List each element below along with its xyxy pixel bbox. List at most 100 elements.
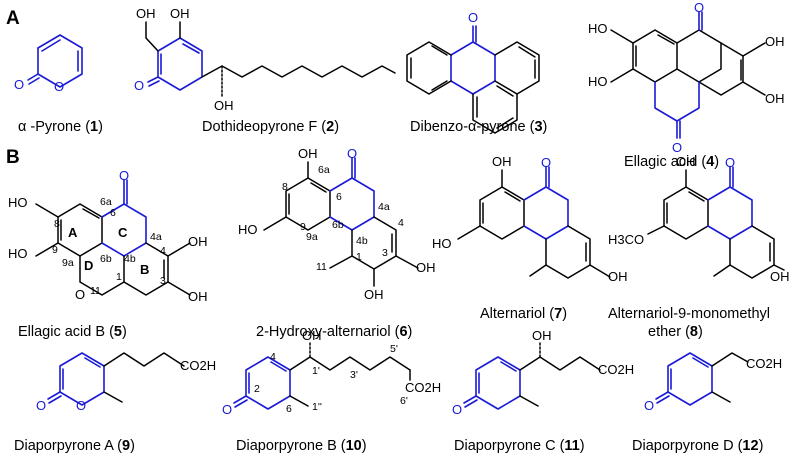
atom-h3co-8b: H3CO bbox=[608, 232, 644, 247]
label-6-1: 1 bbox=[356, 251, 362, 263]
label-4: 4 bbox=[160, 245, 166, 257]
atom-o-4a: O bbox=[694, 0, 704, 15]
label-9a: 9a bbox=[62, 257, 74, 269]
structure-4-ellagic-acid: O O OH OH HO HO bbox=[588, 0, 785, 155]
structure-12-diaporpyrone-d: O CO2H bbox=[644, 352, 782, 413]
atom-oh-8c: OH bbox=[770, 269, 790, 284]
atom-o-9a: O bbox=[36, 398, 46, 413]
caption-compound-8-line1: Alternariol-9-monomethyl bbox=[608, 306, 770, 322]
atom-oh-5c: OH bbox=[188, 234, 208, 249]
caption-compound-11: Diaporpyrone C (11) bbox=[454, 438, 585, 454]
caption-compound-8: ether (8) bbox=[648, 324, 703, 340]
atom-ho-4c: HO bbox=[588, 21, 608, 36]
label-10-3p: 3' bbox=[350, 369, 358, 381]
atom-oh-2b: OH bbox=[136, 6, 156, 21]
panel-label-b: B bbox=[6, 147, 20, 168]
caption-compound-5: Ellagic acid B (5) bbox=[18, 324, 127, 340]
label-6-8: 8 bbox=[282, 181, 288, 193]
label-10-5p: 5' bbox=[390, 343, 398, 355]
atom-co2h-10: CO2H bbox=[405, 380, 441, 395]
label-10-1pp: 1'' bbox=[312, 401, 322, 413]
label-6-9: 9 bbox=[300, 221, 306, 233]
ring-label-d: D bbox=[84, 258, 93, 273]
atom-oh-4a: OH bbox=[765, 34, 785, 49]
structure-5-ellagic-acid-b: O O HO HO OH OH 6a 6 8 9 9a 4a 4 6b 4b 3… bbox=[8, 168, 208, 304]
atom-oh-7c: OH bbox=[608, 269, 628, 284]
label-6: 6 bbox=[110, 207, 116, 219]
atom-o-carbonyl-2: O bbox=[134, 78, 144, 93]
label-6-6b: 6b bbox=[332, 219, 344, 231]
atom-o-carbonyl: O bbox=[14, 77, 24, 92]
atom-oh-7a: OH bbox=[492, 154, 512, 169]
atom-o-11a: O bbox=[452, 402, 462, 417]
atom-o-5b: O bbox=[75, 287, 85, 302]
caption-compound-4: Ellagic acid (4) bbox=[624, 154, 719, 170]
label-4a: 4a bbox=[150, 231, 162, 243]
atom-oh-2a: OH bbox=[170, 6, 190, 21]
ring-label-a: A bbox=[68, 225, 78, 240]
structure-3-dibenzo-alpha-pyrone: O bbox=[406, 10, 540, 134]
atom-oh-6c: OH bbox=[364, 287, 384, 302]
structure-7-alternariol: O OH HO OH bbox=[432, 154, 628, 284]
atom-ho-6b: HO bbox=[238, 222, 258, 237]
atom-o-6a: O bbox=[347, 146, 357, 161]
atom-oh-6d: OH bbox=[416, 260, 436, 275]
ring-label-c: C bbox=[118, 225, 128, 240]
label-6a: 6a bbox=[100, 196, 112, 208]
atom-ho-5b: HO bbox=[8, 246, 28, 261]
panel-label-a: A bbox=[6, 8, 20, 29]
label-8: 8 bbox=[54, 218, 60, 230]
structure-2-dothideopyrone-f: O OH OH OH bbox=[134, 6, 396, 113]
label-1: 1 bbox=[116, 271, 122, 283]
structure-1-alpha-pyrone: O O bbox=[14, 34, 83, 94]
atom-co2h-12: CO2H bbox=[746, 356, 782, 371]
label-6-4b: 4b bbox=[356, 235, 368, 247]
ring-label-b: B bbox=[140, 262, 149, 277]
atom-co2h-9: CO2H bbox=[180, 358, 216, 373]
caption-compound-1: α -Pyrone (1) bbox=[18, 119, 103, 135]
structure-9-diaporpyrone-a: O O CO2H bbox=[36, 352, 216, 413]
atom-o-7a: O bbox=[541, 155, 551, 170]
label-11: 11 bbox=[90, 285, 101, 297]
caption-compound-3: Dibenzo-α-pyrone (3) bbox=[410, 119, 547, 135]
caption-compound-2: Dothideopyrone F (2) bbox=[202, 119, 339, 135]
label-4b: 4b bbox=[124, 253, 136, 265]
label-6-4a: 4a bbox=[378, 201, 390, 213]
structure-11-diaporpyrone-c: O OH CO2H bbox=[452, 328, 634, 417]
atom-ho-4d: HO bbox=[588, 74, 608, 89]
label-6-9a: 9a bbox=[306, 231, 318, 243]
atom-oh-11: OH bbox=[532, 328, 552, 343]
atom-o-10a: O bbox=[222, 402, 232, 417]
atom-ho-5a: HO bbox=[8, 195, 28, 210]
caption-compound-9: Diaporpyrone A (9) bbox=[14, 438, 135, 454]
caption-compound-12: Diaporpyrone D (12) bbox=[632, 438, 763, 454]
atom-oh-8a: OH bbox=[676, 154, 696, 169]
atom-ho-7b: HO bbox=[432, 236, 452, 251]
atom-oh-10: OH bbox=[302, 328, 322, 343]
label-10-6p: 6' bbox=[400, 395, 408, 407]
caption-compound-6: 2-Hydroxy-alternariol (6) bbox=[256, 324, 412, 340]
atom-co2h-11: CO2H bbox=[598, 362, 634, 377]
label-10-4: 4 bbox=[270, 351, 276, 363]
atom-o-12a: O bbox=[644, 398, 654, 413]
atom-o-5a: O bbox=[119, 168, 129, 183]
label-6-3: 3 bbox=[382, 247, 388, 259]
atom-oh-5d: OH bbox=[188, 289, 208, 304]
structure-6-2-hydroxy-alternariol: O OH HO OH OH 6a 6 8 9 9a 4a 4 6b 4b 3 1… bbox=[238, 146, 436, 302]
structure-10-diaporpyrone-b: O OH CO2H 4 2 6 1' 3' 5' 6' 1'' bbox=[222, 328, 441, 417]
label-6-6: 6 bbox=[336, 191, 342, 203]
atom-o-ring: O bbox=[54, 79, 64, 94]
atom-oh-6a: OH bbox=[298, 146, 318, 161]
label-6-6a: 6a bbox=[318, 164, 330, 176]
atom-o-8a: O bbox=[725, 155, 735, 170]
caption-compound-10: Diaporpyrone B (10) bbox=[236, 438, 367, 454]
label-6b: 6b bbox=[100, 253, 112, 265]
label-10-6: 6 bbox=[286, 403, 292, 415]
label-10-2: 2 bbox=[254, 383, 260, 395]
caption-compound-7: Alternariol (7) bbox=[480, 306, 567, 322]
atom-oh-4b: OH bbox=[765, 91, 785, 106]
structure-8-alternariol-9-monomethyl-ether: O OH H3CO OH bbox=[608, 154, 790, 284]
label-6-4: 4 bbox=[398, 217, 404, 229]
